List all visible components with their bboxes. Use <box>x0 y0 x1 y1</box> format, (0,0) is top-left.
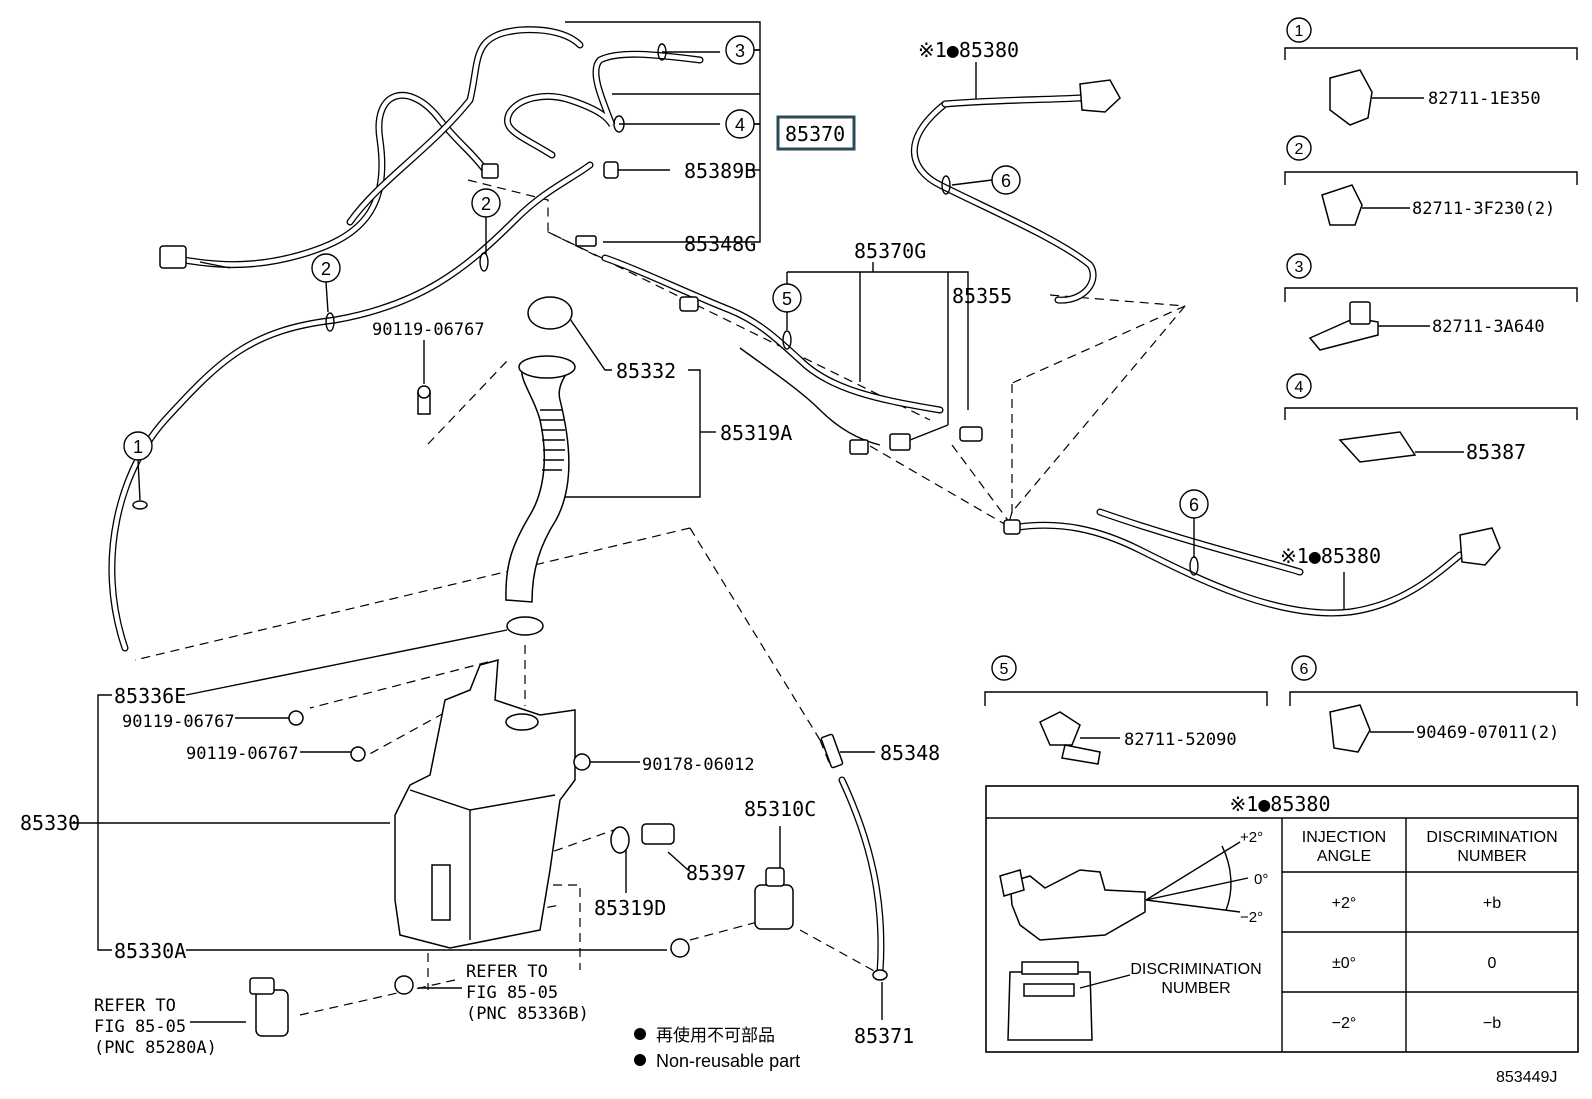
label-85319d: 85319D <box>594 896 666 920</box>
svg-text:+2°: +2° <box>1240 829 1263 846</box>
svg-text:82711-1E350: 82711-1E350 <box>1428 89 1541 109</box>
svg-text:1: 1 <box>1295 23 1304 40</box>
label-90119-a: 90119-06767 <box>372 320 485 340</box>
hoses <box>108 26 1464 976</box>
hose-clips <box>132 43 1199 576</box>
svg-text:+b: +b <box>1483 895 1501 912</box>
washer-nozzle-bottom <box>1459 527 1501 566</box>
side-panel-4: 4 85387 <box>1284 373 1578 464</box>
svg-text:4: 4 <box>735 115 745 135</box>
label-85348g: 85348G <box>684 232 756 256</box>
svg-text:−2°: −2° <box>1332 1015 1357 1032</box>
svg-text:3: 3 <box>735 41 745 61</box>
svg-text:REFER TO: REFER TO <box>466 962 548 982</box>
svg-text:85387: 85387 <box>1466 440 1526 464</box>
label-85319a: 85319A <box>720 421 792 445</box>
svg-text:Non-reusable part: Non-reusable part <box>656 1051 800 1071</box>
highlight-box <box>776 115 856 151</box>
svg-text:2: 2 <box>321 259 331 279</box>
svg-text:ANGLE: ANGLE <box>1317 848 1371 865</box>
svg-text:5: 5 <box>782 289 792 309</box>
svg-text:90469-07011(2): 90469-07011(2) <box>1416 723 1559 743</box>
svg-text:DISCRIMINATION: DISCRIMINATION <box>1426 829 1557 846</box>
svg-text:5: 5 <box>1000 661 1009 678</box>
svg-text:82711-52090: 82711-52090 <box>1124 730 1237 750</box>
label-85348: 85348 <box>880 741 940 765</box>
diagram-id: 853449J <box>1496 1069 1557 1086</box>
label-85380-top: ※1●85380 <box>918 38 1019 62</box>
svg-text:0°: 0° <box>1254 871 1268 888</box>
label-85371: 85371 <box>854 1024 914 1048</box>
nozzle-table: ※1●85380 INJECTION ANGLE DISCRIMINATION … <box>985 785 1579 1053</box>
label-85370g: 85370G <box>854 239 926 263</box>
svg-text:82711-3F230(2): 82711-3F230(2) <box>1412 199 1555 219</box>
label-85389b: 85389B <box>684 159 756 183</box>
label-90119-b: 90119-06767 <box>122 712 235 732</box>
label-85336e: 85336E <box>114 684 186 708</box>
svg-text:(PNC 85280A): (PNC 85280A) <box>94 1038 217 1058</box>
svg-text:1: 1 <box>133 437 143 457</box>
connector-part <box>159 245 187 269</box>
filler-neck <box>505 364 574 603</box>
svg-text:NUMBER: NUMBER <box>1161 980 1230 997</box>
svg-text:6: 6 <box>1001 171 1011 191</box>
svg-text:FIG 85-05: FIG 85-05 <box>466 983 558 1003</box>
svg-text:−2°: −2° <box>1240 909 1263 926</box>
svg-text:REFER TO: REFER TO <box>94 996 176 1016</box>
svg-text:3: 3 <box>1295 259 1304 276</box>
callout-circles: 3 4 2 2 1 5 6 6 <box>123 35 1209 558</box>
part-labels: 85370 85389B 85348G ※1●85380 85370G 8535… <box>20 38 1381 1058</box>
washer-nozzle-top <box>1079 79 1121 113</box>
label-85370: 85370 <box>785 122 845 146</box>
svg-text:4: 4 <box>1295 379 1304 396</box>
label-85310c: 85310C <box>744 797 816 821</box>
svg-text:再使用不可部品: 再使用不可部品 <box>656 1025 775 1045</box>
label-85330: 85330 <box>20 811 80 835</box>
table-title: ※1●85380 <box>1229 792 1330 816</box>
svg-text:82711-3A640: 82711-3A640 <box>1432 317 1545 337</box>
parts <box>159 79 1501 1037</box>
svg-text:±0°: ±0° <box>1332 955 1356 972</box>
bullet-icon <box>634 1054 646 1066</box>
svg-text:DISCRIMINATION: DISCRIMINATION <box>1130 961 1261 978</box>
side-panel-1: 1 82711-1E350 <box>1284 17 1578 126</box>
side-panel-5: 5 82711-52090 <box>984 655 1268 765</box>
side-panel-6: 6 90469-07011(2) <box>1289 655 1578 753</box>
svg-text:6: 6 <box>1300 661 1309 678</box>
svg-text:−b: −b <box>1483 1015 1501 1032</box>
svg-text:2: 2 <box>1295 141 1304 158</box>
legend: 再使用不可部品 Non-reusable part <box>634 1025 800 1071</box>
label-90119-c: 90119-06767 <box>186 744 299 764</box>
svg-text:6: 6 <box>1189 495 1199 515</box>
label-85380-bottom: ※1●85380 <box>1280 544 1381 568</box>
svg-text:(PNC 85336B): (PNC 85336B) <box>466 1004 589 1024</box>
side-panel-2: 2 82711-3F230(2) <box>1284 135 1578 226</box>
filler-cap <box>527 296 573 330</box>
label-85355: 85355 <box>952 284 1012 308</box>
svg-text:+2°: +2° <box>1332 895 1357 912</box>
side-panel-3: 3 82711-3A640 <box>1284 253 1578 351</box>
bullet-icon <box>634 1028 646 1040</box>
leader-lines <box>70 21 1345 1023</box>
svg-text:0: 0 <box>1488 955 1497 972</box>
washer-pump <box>754 884 794 930</box>
svg-text:FIG 85-05: FIG 85-05 <box>94 1017 186 1037</box>
label-90178: 90178-06012 <box>642 755 755 775</box>
label-85330a: 85330A <box>114 939 186 963</box>
label-85332: 85332 <box>616 359 676 383</box>
washer-tank <box>394 658 576 949</box>
svg-text:NUMBER: NUMBER <box>1457 848 1526 865</box>
svg-text:INJECTION: INJECTION <box>1302 829 1386 846</box>
label-85397: 85397 <box>686 861 746 885</box>
svg-text:2: 2 <box>481 194 491 214</box>
